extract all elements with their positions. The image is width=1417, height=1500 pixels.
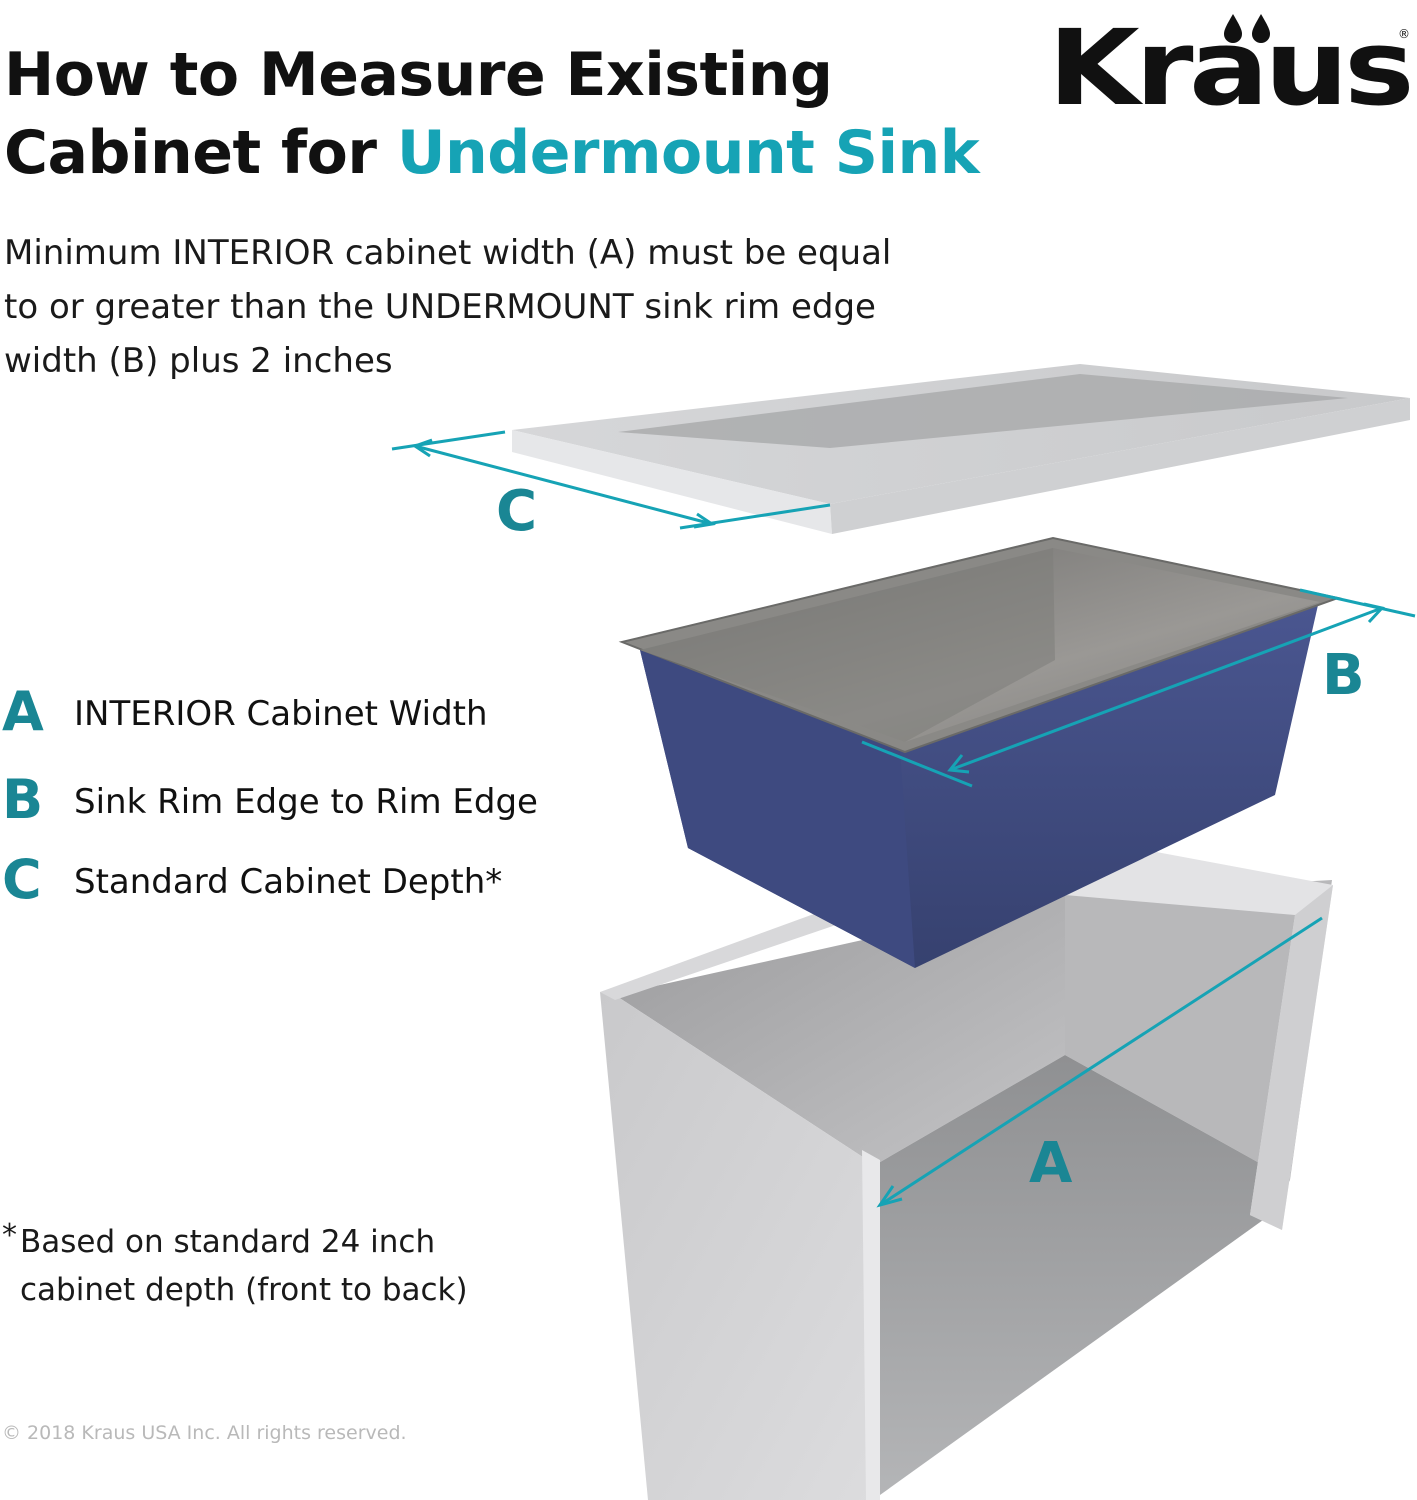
diagram-label-a: A [1029, 1131, 1073, 1196]
footnote-asterisk: * [2, 1218, 17, 1253]
sink-inner-back [640, 548, 1055, 742]
cabinet: A [600, 835, 1333, 1500]
legend-item-a: A INTERIOR Cabinet Width [0, 680, 600, 750]
measure-arrow-b-right [1363, 602, 1385, 624]
description-line-2: to or greater than the UNDERMOUNT sink r… [4, 287, 876, 327]
measure-line-c [414, 444, 713, 526]
footnote-line-2: cabinet depth (front to back) [20, 1272, 468, 1308]
diagram-label-b: B [1322, 643, 1365, 708]
countertop-frame: C [391, 364, 1410, 544]
footnote-line-1: Based on standard 24 inch [20, 1224, 436, 1260]
measure-arrow-b-left [947, 754, 970, 774]
cabinet-back-wall [615, 895, 1065, 1165]
frame-cutout [618, 374, 1348, 448]
measure-arrow-a-left [876, 1185, 903, 1208]
legend-label-c: Standard Cabinet Depth* [74, 862, 503, 902]
frame-front-edge [512, 430, 832, 534]
cabinet-right-panel-edge [1250, 885, 1333, 1230]
measure-arrow-c-left [411, 438, 433, 458]
description-line-3: width (B) plus 2 inches [4, 341, 393, 381]
page-title: How to Measure Existing Cabinet for Unde… [4, 36, 980, 192]
title-line-1: How to Measure Existing [4, 40, 833, 110]
logo-wordmark: Kraus [1048, 8, 1410, 120]
measure-tick-b-right [1299, 588, 1416, 618]
cabinet-left-panel [600, 992, 880, 1500]
sink: B [618, 536, 1416, 968]
frame-right-edge [830, 398, 1410, 534]
legend-label-a: INTERIOR Cabinet Width [74, 694, 488, 734]
logo-drop-right [1252, 14, 1270, 43]
measure-tick-b-left [861, 740, 973, 788]
legend-label-b: Sink Rim Edge to Rim Edge [74, 782, 538, 822]
description-line-1: Minimum INTERIOR cabinet width (A) must … [4, 233, 892, 273]
cabinet-floor [875, 1055, 1290, 1495]
measure-line-a [879, 916, 1323, 1207]
logo-drop-left [1224, 14, 1242, 43]
measure-arrow-c-right [693, 512, 716, 529]
measure-line-b [949, 606, 1383, 772]
legend-letter-b: B [2, 768, 44, 831]
description: Minimum INTERIOR cabinet width (A) must … [4, 226, 924, 388]
diagram-label-c: C [496, 479, 537, 544]
copyright-notice: © 2018 Kraus USA Inc. All rights reserve… [2, 1422, 407, 1444]
legend-letter-a: A [2, 680, 44, 743]
title-line-2-prefix: Cabinet for [4, 118, 397, 188]
measure-tick-c-left [391, 430, 506, 451]
kraus-logo: Kraus ® [1048, 8, 1414, 120]
footnote: * Based on standard 24 inch cabinet dept… [2, 1218, 522, 1314]
legend-letter-c: C [2, 848, 42, 911]
title-line-2-accent: Undermount Sink [396, 118, 980, 188]
legend-item-b: B Sink Rim Edge to Rim Edge [0, 768, 600, 838]
logo-registered-mark: ® [1398, 27, 1410, 41]
cabinet-left-panel-top [600, 895, 880, 1000]
cabinet-front-edge [862, 1150, 880, 1500]
legend-item-c: C Standard Cabinet Depth* [0, 848, 600, 918]
